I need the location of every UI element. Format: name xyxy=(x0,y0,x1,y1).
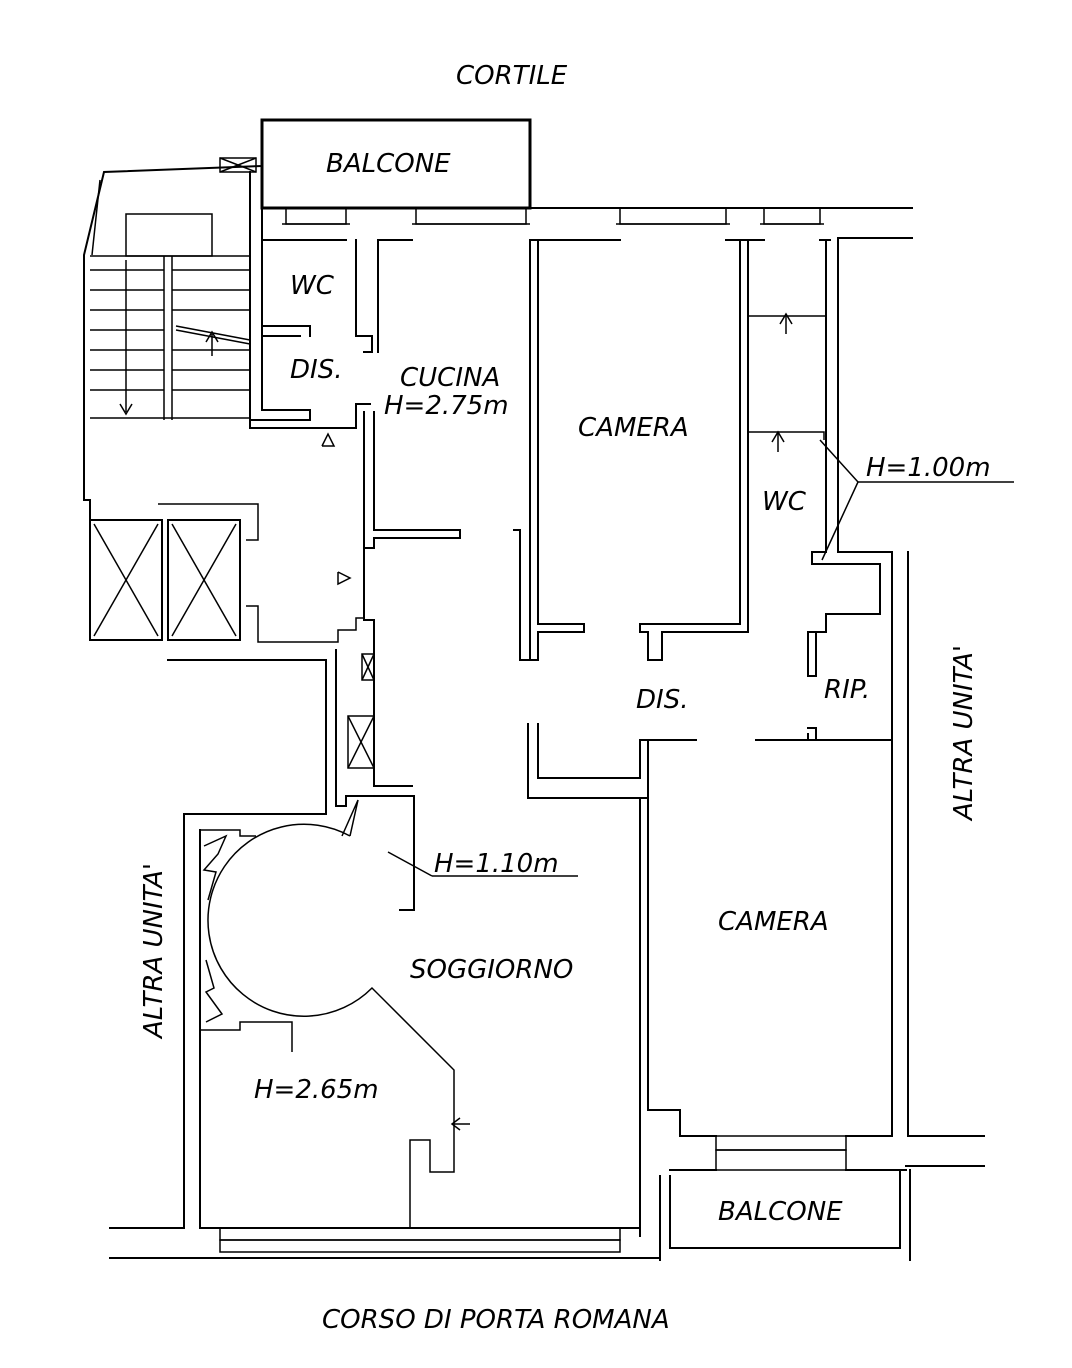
label-cortile: CORTILE xyxy=(456,61,568,91)
staircase xyxy=(83,164,264,521)
camera-top-walls xyxy=(513,239,749,661)
label-wc-right: WC xyxy=(762,487,807,517)
top-facade xyxy=(261,207,913,239)
label-balcone-bottom: BALCONE xyxy=(718,1197,843,1227)
label-soggiorno: SOGGIORNO xyxy=(410,955,573,985)
camera-bottom-walls xyxy=(639,551,985,1237)
label-altra-unita-left: ALTRA UNITA' xyxy=(139,863,169,1040)
label-street: CORSO DI PORTA ROMANA xyxy=(322,1305,670,1335)
label-cucina: CUCINA xyxy=(400,363,500,393)
label-cucina-height: H=2.75m xyxy=(384,391,509,421)
label-altra-unita-right: ALTRA UNITA' xyxy=(949,645,979,822)
label-wc-right-height: H=1.00m xyxy=(866,453,991,483)
label-wc-left: WC xyxy=(290,271,335,301)
kitchen-block-walls xyxy=(249,207,461,621)
label-dis-left: DIS. xyxy=(290,355,342,385)
label-balcone-top: BALCONE xyxy=(326,149,451,179)
wc-right-walls xyxy=(747,239,893,1131)
label-soggiorno-height: H=2.65m xyxy=(254,1075,379,1105)
wc-height-leader xyxy=(819,439,1014,561)
soggiorno-walls xyxy=(109,619,661,1259)
label-camera-bottom: CAMERA xyxy=(718,907,829,937)
label-rip: RIP. xyxy=(824,675,870,705)
elevators xyxy=(89,503,364,643)
label-camera-top: CAMERA xyxy=(578,413,689,443)
label-soggiorno-height-top: H=1.10m xyxy=(434,849,559,879)
label-dis-center: DIS. xyxy=(636,685,688,715)
dis-rip-walls xyxy=(527,723,893,1131)
balcony-bottom xyxy=(659,1169,911,1261)
